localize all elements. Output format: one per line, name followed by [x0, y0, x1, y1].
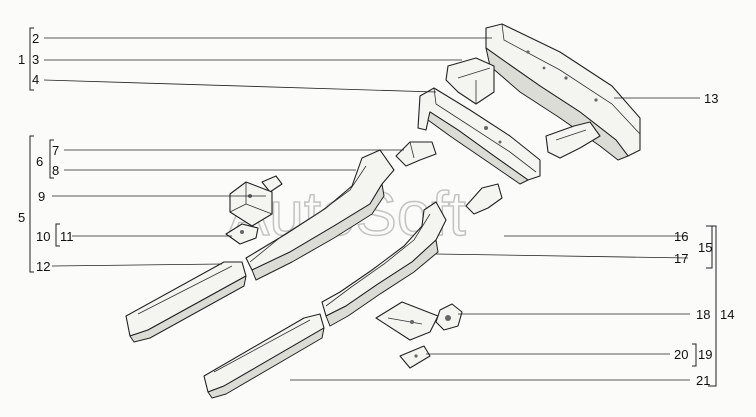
label-1: 1	[18, 52, 25, 67]
label-14: 14	[720, 307, 734, 322]
part-12-sill	[125, 261, 247, 343]
label-6: 6	[36, 154, 43, 169]
label-19: 19	[698, 347, 712, 362]
label-4: 4	[32, 72, 39, 87]
part-9-bracket	[229, 175, 283, 227]
label-3: 3	[32, 52, 39, 67]
label-18: 18	[696, 307, 710, 322]
label-16: 16	[674, 229, 688, 244]
label-11: 11	[60, 229, 74, 244]
part-11-plate	[225, 223, 259, 245]
part-21-sill	[203, 313, 325, 399]
part-19-small-bracket	[399, 345, 431, 369]
group-brackets	[29, 27, 717, 387]
label-21: 21	[696, 373, 710, 388]
label-7: 7	[52, 143, 59, 158]
callout-labels: 2 3 4 1 7 8 6 9 10 11 12 5 13 16 17 15 1…	[18, 31, 734, 388]
label-15: 15	[698, 240, 712, 255]
label-20: 20	[674, 347, 688, 362]
label-8: 8	[52, 163, 59, 178]
part-17-side-rail	[321, 201, 447, 327]
part-13-bracket	[545, 121, 601, 159]
label-9: 9	[38, 189, 45, 204]
label-12: 12	[36, 259, 50, 274]
part-3-bracket	[445, 57, 495, 105]
label-2: 2	[32, 31, 39, 46]
leader-lines	[43, 37, 700, 381]
part-4-member	[417, 87, 541, 185]
label-5: 5	[18, 210, 25, 225]
part-16-bracket	[465, 183, 503, 215]
part-8-side-rail	[245, 149, 395, 281]
label-17: 17	[674, 251, 688, 266]
label-10: 10	[36, 229, 50, 244]
label-13: 13	[704, 91, 718, 106]
part-7-gusset	[395, 141, 437, 167]
part-18-cup	[435, 303, 463, 331]
part-20-floor-plate	[375, 301, 439, 341]
